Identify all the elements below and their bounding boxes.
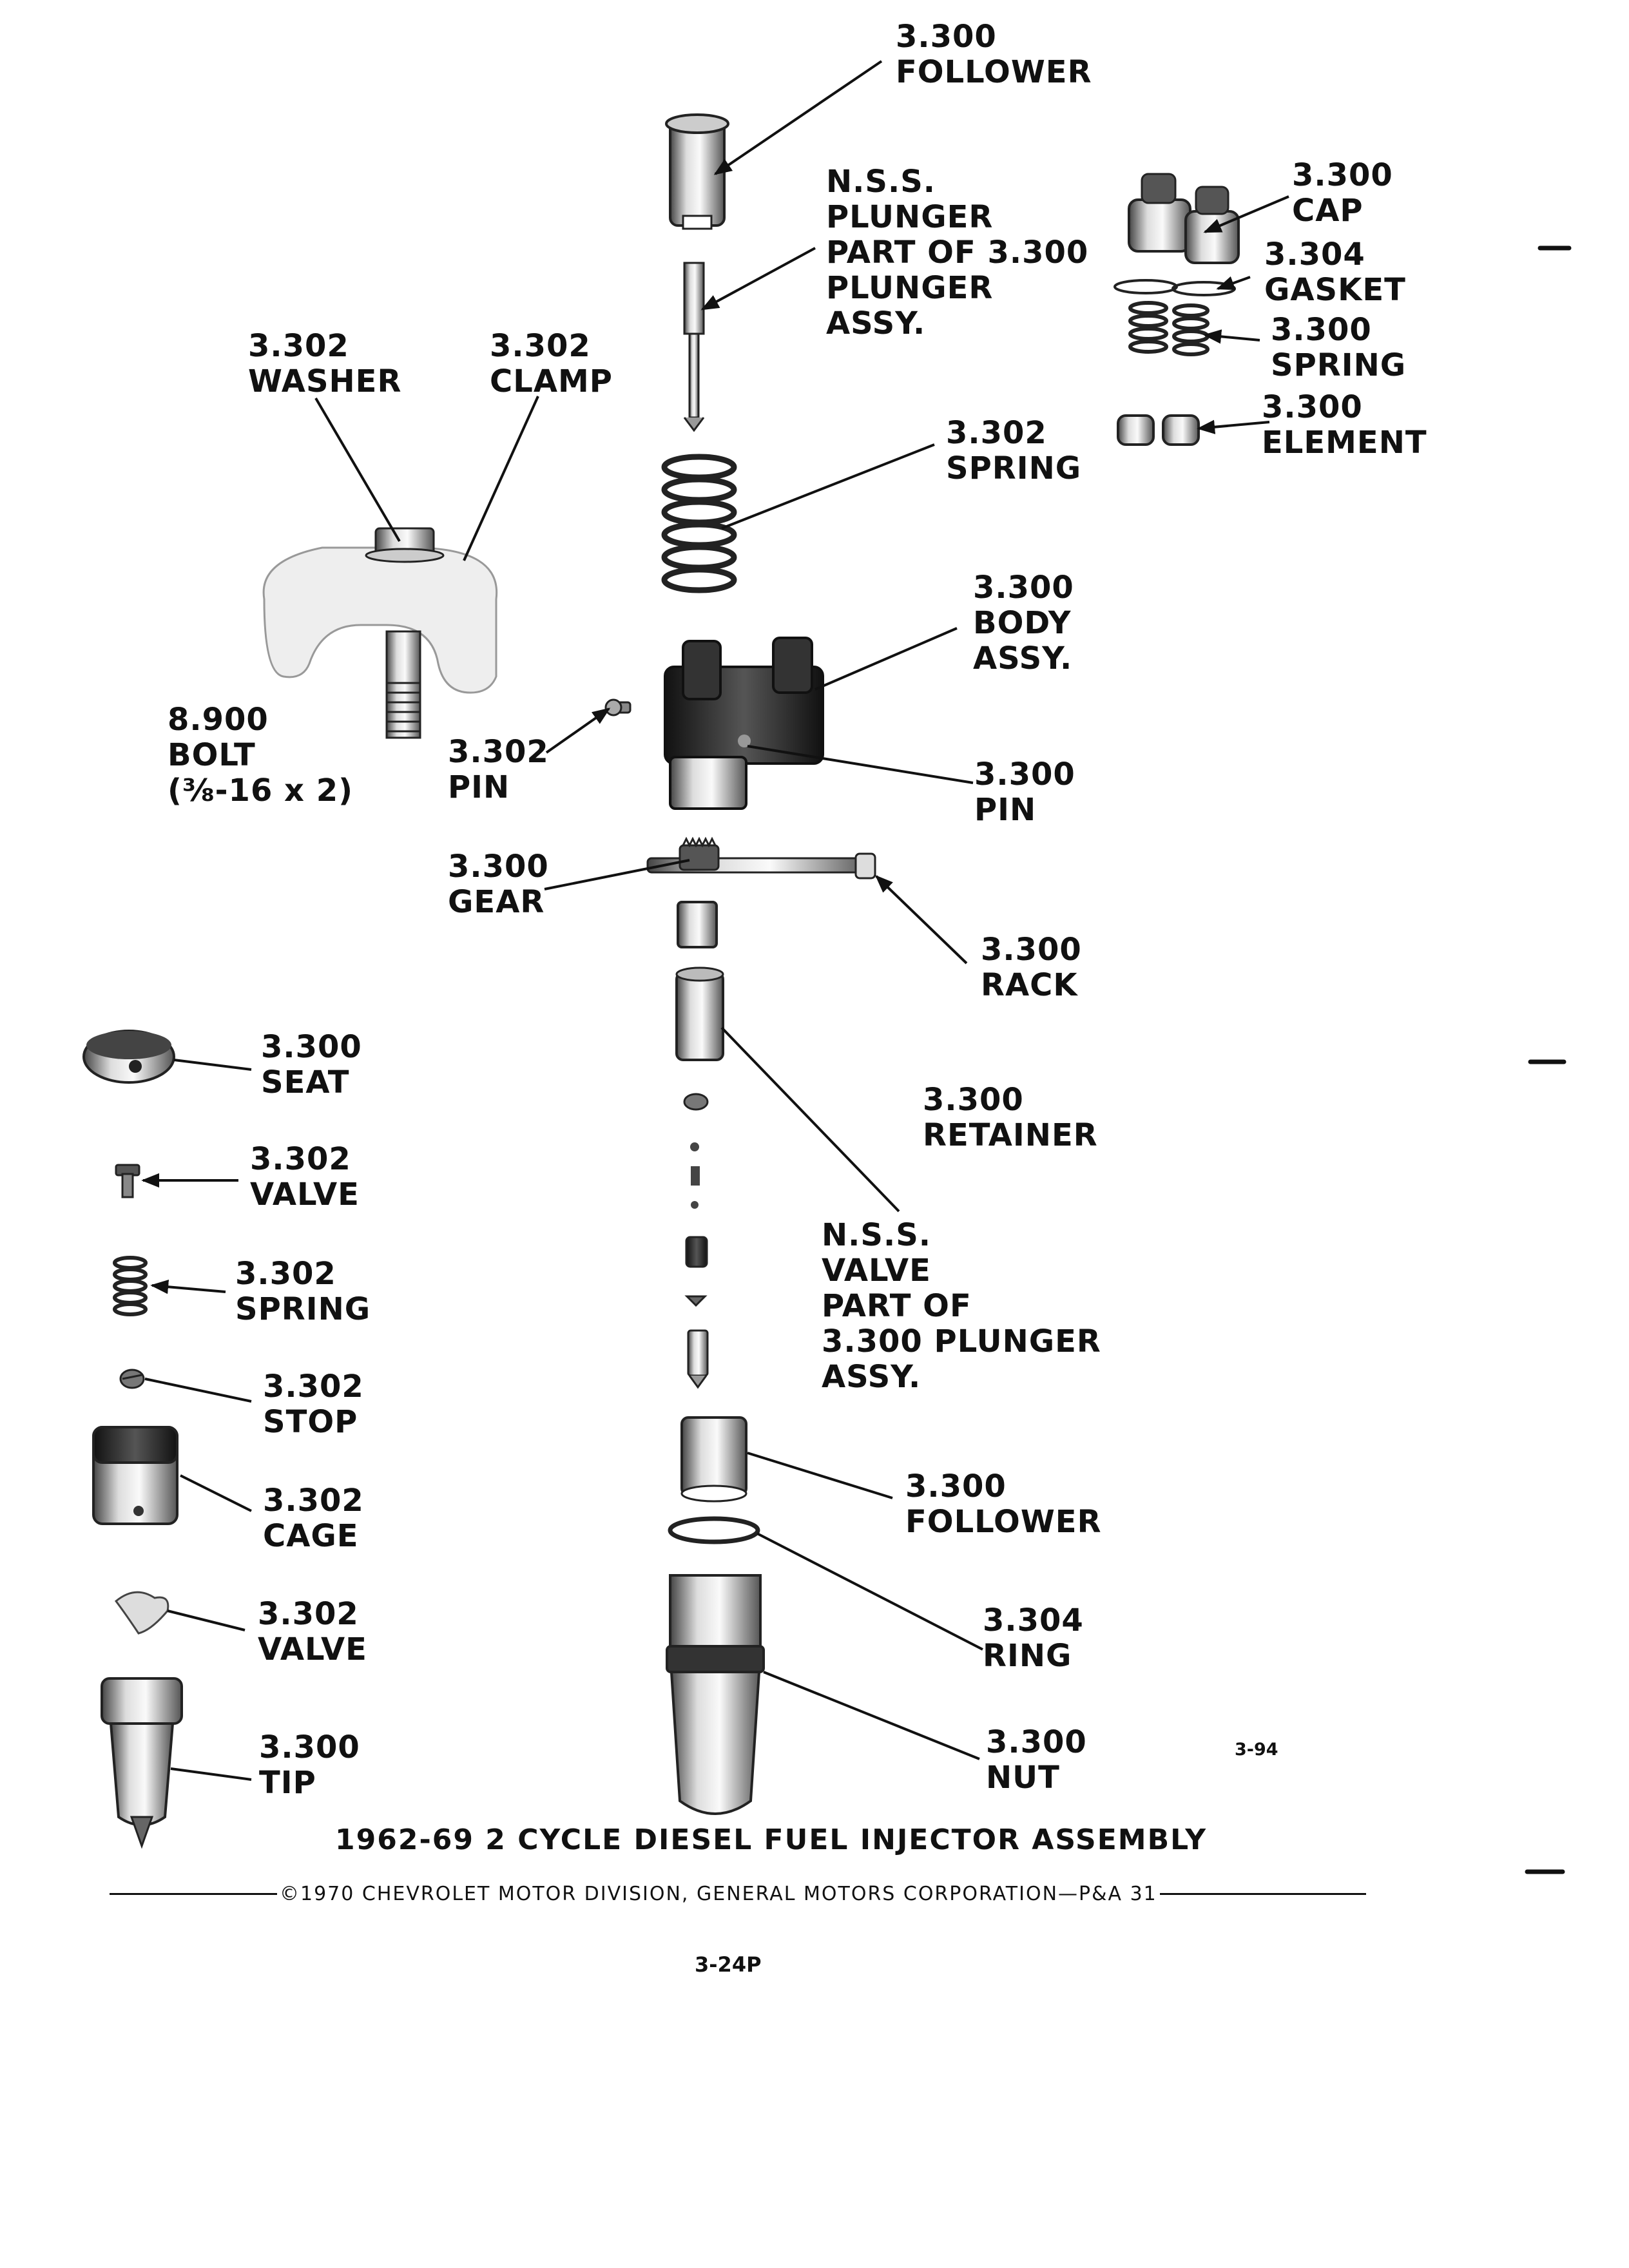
- gasket-part: [1113, 279, 1236, 296]
- element-part: [1117, 414, 1200, 446]
- plunger-part: [683, 262, 705, 432]
- ring-part: [668, 1516, 760, 1544]
- spring-main-part: [661, 454, 737, 593]
- seat-part: [82, 1030, 175, 1084]
- leader-lines: [141, 60, 1289, 1781]
- cage-part: [92, 1426, 178, 1525]
- copyright-text: ©1970 CHEVROLET MOTOR DIVISION, GENERAL …: [280, 1883, 1157, 1905]
- follower-bottom-part: [680, 1416, 747, 1503]
- valve-top-part: [115, 1164, 140, 1198]
- pin-left-part: [604, 698, 631, 716]
- clamp-part: [262, 546, 498, 694]
- copyright-line: ©1970 CHEVROLET MOTOR DIVISION, GENERAL …: [110, 1883, 1366, 1905]
- body-assembly-part: [664, 637, 824, 810]
- page-number: 3-24P: [695, 1952, 762, 1977]
- spring-left-part: [113, 1256, 148, 1316]
- retainer-barrel-part: [675, 966, 724, 1061]
- cylinder-small-part: [677, 901, 718, 948]
- washer-part: [365, 527, 445, 563]
- rule-right: [1159, 1893, 1366, 1895]
- valve-stack-part: [683, 1093, 709, 1389]
- rule-left: [110, 1893, 277, 1895]
- margin-marks: [1525, 245, 1572, 1874]
- valve-bottom-part: [114, 1591, 169, 1635]
- nut-part: [666, 1574, 765, 1815]
- page-title: 1962-69 2 CYCLE DIESEL FUEL INJECTOR ASS…: [335, 1823, 1208, 1856]
- spring-right-part: [1128, 301, 1210, 356]
- cap-part: [1128, 173, 1240, 264]
- tip-part: [101, 1677, 183, 1849]
- figure-number: 3-94: [1235, 1740, 1278, 1760]
- gear-rack-part: [646, 836, 876, 879]
- bolt-part: [385, 630, 421, 739]
- stop-part: [119, 1369, 145, 1389]
